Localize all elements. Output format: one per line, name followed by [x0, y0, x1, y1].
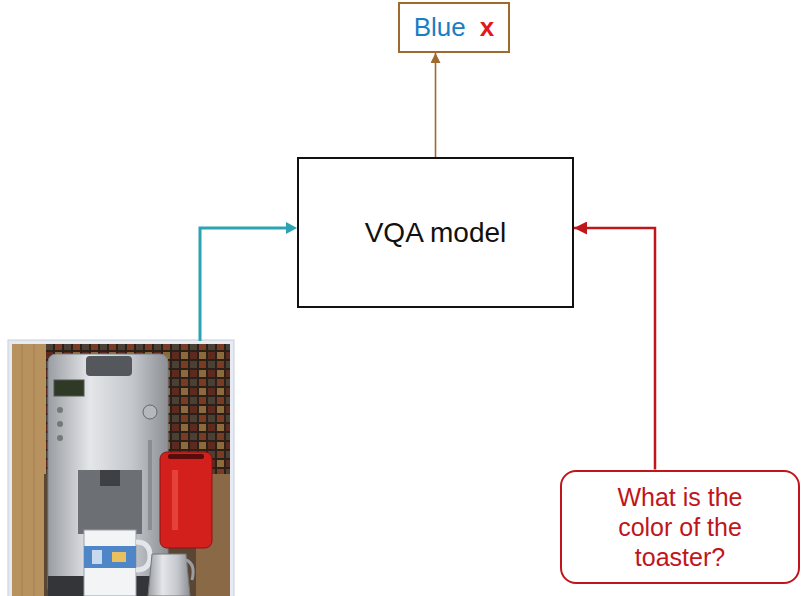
machine-button: [57, 435, 63, 441]
mug-handle: [136, 542, 150, 570]
wrong-mark: x: [480, 12, 494, 43]
node-content: What is the color of the toaster?: [593, 482, 768, 572]
jug-handle: [186, 560, 193, 580]
photo-ground: [12, 344, 230, 596]
mug-band: [84, 546, 136, 568]
model-label: VQA model: [365, 216, 507, 250]
node-content: Bluex: [414, 12, 495, 43]
photo-frame: [8, 340, 234, 596]
steam-wand: [148, 440, 152, 530]
machine-button: [57, 421, 63, 427]
toaster-slot: [168, 454, 204, 459]
milk-jug: [148, 554, 190, 596]
connector-arrow: [435, 53, 437, 157]
spout: [100, 470, 120, 486]
answer-box: Bluex: [398, 2, 510, 53]
question-text: What is the color of the toaster?: [593, 482, 768, 572]
coffee-machine: [48, 354, 168, 596]
mug-pattern: [92, 550, 102, 564]
machine-top: [86, 356, 132, 376]
question-callout: What is the color of the toaster?: [560, 470, 800, 584]
photo: [12, 344, 230, 596]
answer-text: Blue: [414, 12, 466, 43]
arrow-head: [286, 222, 297, 234]
node-content: VQA model: [365, 216, 507, 250]
model-box: VQA model: [297, 157, 574, 308]
machine-display: [54, 380, 84, 396]
machine-button: [57, 407, 63, 413]
image-input-arrow: [200, 228, 288, 341]
wood-grain: [22, 344, 23, 596]
toaster-highlight: [172, 470, 178, 530]
spout-recess: [78, 470, 142, 534]
mug-pattern: [112, 552, 126, 562]
wood-grain: [34, 344, 35, 596]
toaster: [160, 452, 212, 548]
connector-arrow: [574, 228, 655, 470]
wood-panel: [12, 344, 46, 596]
mug: [84, 530, 136, 596]
machine-knob: [143, 405, 157, 419]
